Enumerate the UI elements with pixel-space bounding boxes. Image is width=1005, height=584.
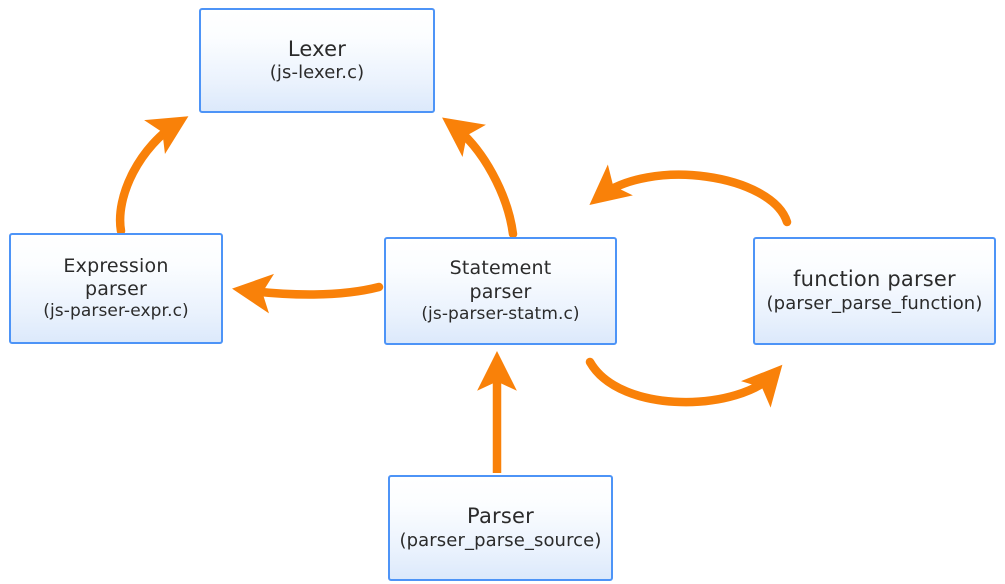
node-parser[interactable]: Parser (parser_parse_source) [388, 475, 613, 581]
edge-function-to-statement [589, 164, 792, 227]
node-lexer[interactable]: Lexer (js-lexer.c) [199, 8, 435, 113]
node-function-parser[interactable]: function parser (parser_parse_function) [753, 237, 996, 345]
node-function-parser-title: function parser [793, 267, 956, 292]
node-statement-parser-title-line1: Statement [449, 257, 552, 280]
node-lexer-subtitle: (js-lexer.c) [269, 62, 365, 84]
node-statement-parser-title-line2: parser [469, 280, 532, 303]
node-expression-parser-title-line1: Expression [63, 254, 169, 277]
node-statement-parser-subtitle: (js-parser-statm.c) [421, 303, 580, 324]
edge-statement-to-expression [232, 273, 384, 314]
edge-statement-to-lexer [442, 117, 518, 239]
edge-statement-to-function [585, 357, 783, 408]
node-expression-parser-subtitle: (js-parser-expr.c) [43, 301, 189, 322]
node-parser-title: Parser [467, 504, 534, 529]
node-statement-parser[interactable]: Statement parser (js-parser-statm.c) [384, 237, 617, 345]
node-function-parser-subtitle: (parser_parse_function) [766, 292, 983, 314]
node-expression-parser-title-line2: parser [84, 278, 148, 301]
edge-expression-to-lexer [115, 116, 189, 236]
node-parser-subtitle: (parser_parse_source) [399, 529, 602, 551]
node-expression-parser[interactable]: Expression parser (js-parser-expr.c) [9, 233, 223, 344]
node-lexer-title: Lexer [287, 36, 347, 61]
